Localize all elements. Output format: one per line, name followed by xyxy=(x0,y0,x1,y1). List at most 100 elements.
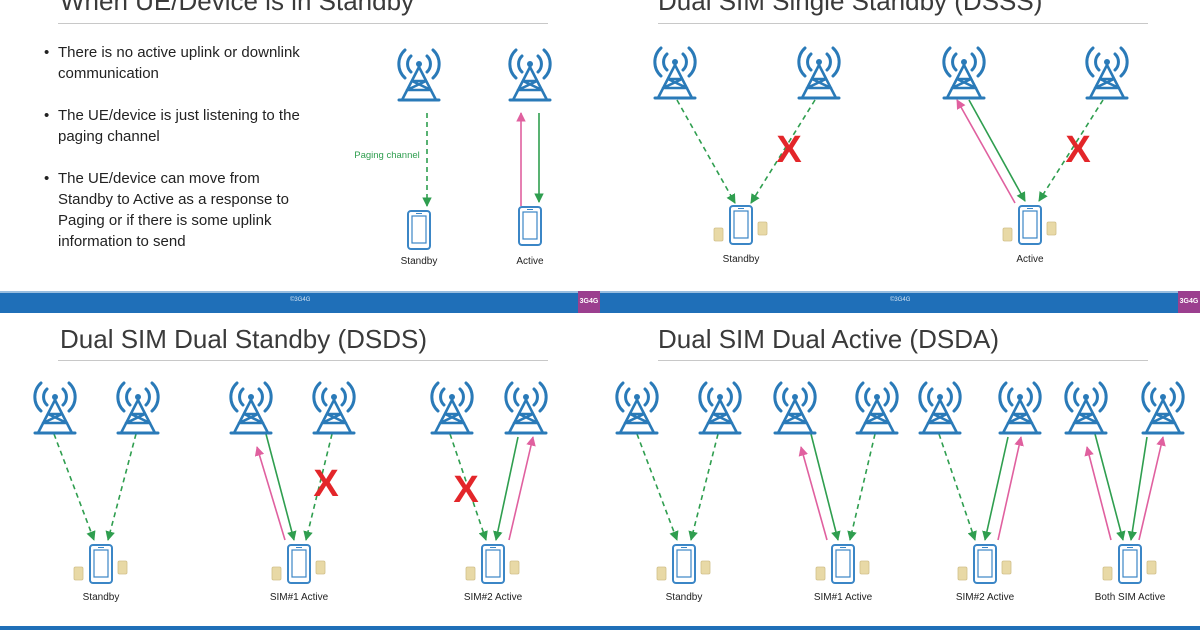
downlink-arrow xyxy=(1094,433,1126,541)
downlink-arrow xyxy=(265,433,297,541)
uplink-arrow xyxy=(1084,446,1112,541)
state-label: SIM#2 Active xyxy=(464,592,523,603)
cell-tower-icon xyxy=(797,46,841,100)
bullet-list: There is no active uplink or downlink co… xyxy=(44,42,314,273)
cell-tower-icon xyxy=(1085,46,1129,100)
bullet-item: The UE/device can move from Standby to A… xyxy=(44,168,314,252)
slide-title: Dual SIM Dual Active (DSDA) xyxy=(658,324,999,354)
cell-tower-icon xyxy=(998,381,1042,435)
cell-tower-icon xyxy=(698,381,742,435)
cell-tower-icon xyxy=(653,46,697,100)
blocked-cross-mark: X xyxy=(776,129,802,171)
phone-icon xyxy=(518,206,542,246)
title-rule xyxy=(658,360,1148,361)
paging-downlink-arrow xyxy=(303,433,333,541)
slide-title: Dual SIM Dual Standby (DSDS) xyxy=(60,324,428,354)
phone-icon xyxy=(831,544,855,584)
phone-icon xyxy=(287,544,311,584)
blocked-cross-mark: X xyxy=(1065,129,1091,171)
state-label: Active xyxy=(1016,254,1044,265)
blocked-cross-mark: X xyxy=(313,463,339,505)
phone-icon xyxy=(89,544,113,584)
state-label: Paging channel xyxy=(354,150,420,161)
state-label: SIM#2 Active xyxy=(956,592,1015,603)
brand-logo: 3G4G xyxy=(578,291,600,313)
cell-tower-icon xyxy=(508,48,552,102)
uplink-arrow xyxy=(956,99,1016,204)
slide-dsda: Dual SIM Dual Active (DSDA) xyxy=(600,314,1200,626)
uplink-arrow xyxy=(997,436,1024,541)
phone-icon xyxy=(1118,544,1142,584)
cell-tower-icon xyxy=(312,381,356,435)
cell-tower-icon xyxy=(855,381,899,435)
cell-tower-icon xyxy=(773,381,817,435)
paging-downlink-arrow xyxy=(636,433,679,541)
phone-icon xyxy=(729,205,753,245)
copyright-text: ©3G4G xyxy=(290,297,311,303)
sim-card-icon xyxy=(957,566,968,581)
sim-card-icon xyxy=(656,566,667,581)
uplink-arrow xyxy=(798,446,828,541)
downlink-arrow xyxy=(1127,436,1148,541)
sim-card-icon xyxy=(509,560,520,575)
sim-card-icon xyxy=(465,566,476,581)
uplink-arrow xyxy=(508,436,536,541)
state-label: Standby xyxy=(401,256,438,267)
title-rule xyxy=(58,360,548,361)
state-label: Both SIM Active xyxy=(1095,592,1166,603)
paging-downlink-arrow xyxy=(105,433,137,541)
paging-downlink-arrow xyxy=(688,433,719,541)
phone-icon xyxy=(407,210,431,250)
state-label: Active xyxy=(516,256,544,267)
cell-tower-icon xyxy=(229,381,273,435)
phone-icon xyxy=(1018,205,1042,245)
cell-tower-icon xyxy=(615,381,659,435)
cell-tower-icon xyxy=(942,46,986,100)
slide-dsss: Dual SIM Single Standby (DSSS) xyxy=(600,0,1200,290)
phone-icon xyxy=(672,544,696,584)
paging-downlink-arrow xyxy=(750,99,816,204)
sim-card-icon xyxy=(1002,227,1013,242)
sim-card-icon xyxy=(271,566,282,581)
cell-tower-icon xyxy=(1064,381,1108,435)
uplink-arrow xyxy=(254,446,286,541)
phone-icon xyxy=(973,544,997,584)
sim-card-icon xyxy=(700,560,711,575)
sim-card-icon xyxy=(1146,560,1157,575)
downlink-arrow xyxy=(810,433,841,541)
cell-tower-icon xyxy=(430,381,474,435)
state-label: SIM#1 Active xyxy=(270,592,329,603)
slide-title: Dual SIM Single Standby (DSSS) xyxy=(658,0,1043,16)
paging-downlink-arrow xyxy=(847,433,876,541)
sim-card-icon xyxy=(1102,566,1113,581)
sim-card-icon xyxy=(1046,221,1057,236)
footer-band: ©3G4G ©3G4G 3G4G 3G4G xyxy=(0,291,1200,313)
state-label: Standby xyxy=(83,592,120,603)
copyright-text: ©3G4G xyxy=(890,297,911,303)
cell-tower-icon xyxy=(918,381,962,435)
title-rule xyxy=(658,23,1148,24)
title-rule xyxy=(58,23,548,24)
paging-downlink-arrow xyxy=(676,99,736,204)
sim-card-icon xyxy=(315,560,326,575)
blocked-cross-mark: X xyxy=(453,469,479,511)
state-label: Standby xyxy=(723,254,760,265)
state-label: Standby xyxy=(666,592,703,603)
downlink-arrow xyxy=(982,436,1009,541)
downlink-arrow xyxy=(493,436,519,541)
sim-card-icon xyxy=(73,566,84,581)
paging-downlink-arrow xyxy=(938,433,977,541)
cell-tower-icon xyxy=(116,381,160,435)
downlink-arrow xyxy=(968,99,1026,202)
state-label: SIM#1 Active xyxy=(814,592,873,603)
sim-card-icon xyxy=(117,560,128,575)
sim-card-icon xyxy=(859,560,870,575)
sim-card-icon xyxy=(1001,560,1012,575)
footer-band xyxy=(0,626,1200,630)
uplink-arrow xyxy=(1138,436,1166,541)
bullet-item: The UE/device is just listening to the p… xyxy=(44,105,314,147)
paging-downlink-arrow xyxy=(1038,99,1104,202)
brand-logo: 3G4G xyxy=(1178,291,1200,313)
cell-tower-icon xyxy=(33,381,77,435)
